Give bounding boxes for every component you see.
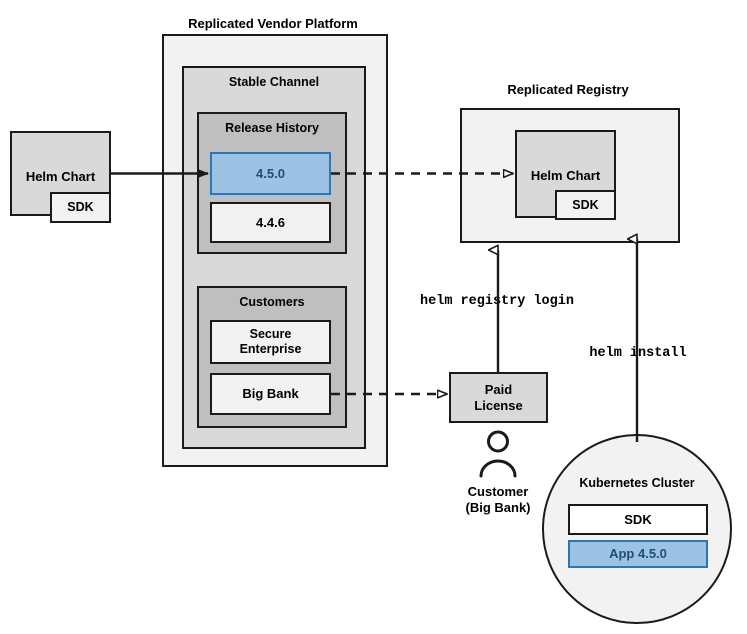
helm-install-label: helm install — [589, 346, 687, 361]
helm-registry-login-label: helm registry login — [420, 294, 574, 309]
source-sdk-box: SDK — [50, 192, 111, 223]
customer-big-bank[interactable]: Big Bank — [210, 373, 331, 415]
kubernetes-cluster-title: Kubernetes Cluster — [579, 476, 695, 490]
customer-actor-line2: (Big Bank) — [465, 500, 531, 515]
stable-channel-title: Stable Channel — [228, 75, 320, 89]
cluster-app-label: App 4.5.0 — [609, 546, 667, 562]
source-helm-chart-label: Helm Chart — [25, 169, 96, 184]
customer-secure-enterprise[interactable]: Secure Enterprise — [210, 320, 331, 364]
cluster-sdk-box: SDK — [568, 504, 708, 535]
release-history-title: Release History — [225, 121, 319, 135]
release-version-4-5-0-label: 4.5.0 — [256, 165, 285, 181]
cluster-sdk-label: SDK — [624, 511, 652, 527]
release-version-4-4-6[interactable]: 4.4.6 — [210, 202, 331, 243]
customer-big-bank-label: Big Bank — [242, 386, 299, 402]
source-sdk-label: SDK — [67, 200, 94, 215]
vendor-platform-title: Replicated Vendor Platform — [188, 16, 358, 31]
registry-title: Replicated Registry — [507, 82, 629, 97]
paid-license-label: Paid License — [474, 382, 523, 413]
person-icon — [479, 430, 517, 478]
customers-title: Customers — [239, 295, 305, 309]
customer-actor-line1: Customer — [467, 484, 529, 499]
registry-sdk-label: SDK — [572, 197, 599, 212]
paid-license-box: Paid License — [449, 372, 548, 423]
registry-sdk-box: SDK — [555, 190, 616, 220]
release-version-4-5-0[interactable]: 4.5.0 — [210, 152, 331, 195]
cluster-app-box: App 4.5.0 — [568, 540, 708, 568]
customer-secure-enterprise-label: Secure Enterprise — [239, 327, 302, 356]
release-version-4-4-6-label: 4.4.6 — [256, 214, 285, 230]
registry-helm-chart-label: Helm Chart — [530, 168, 601, 183]
